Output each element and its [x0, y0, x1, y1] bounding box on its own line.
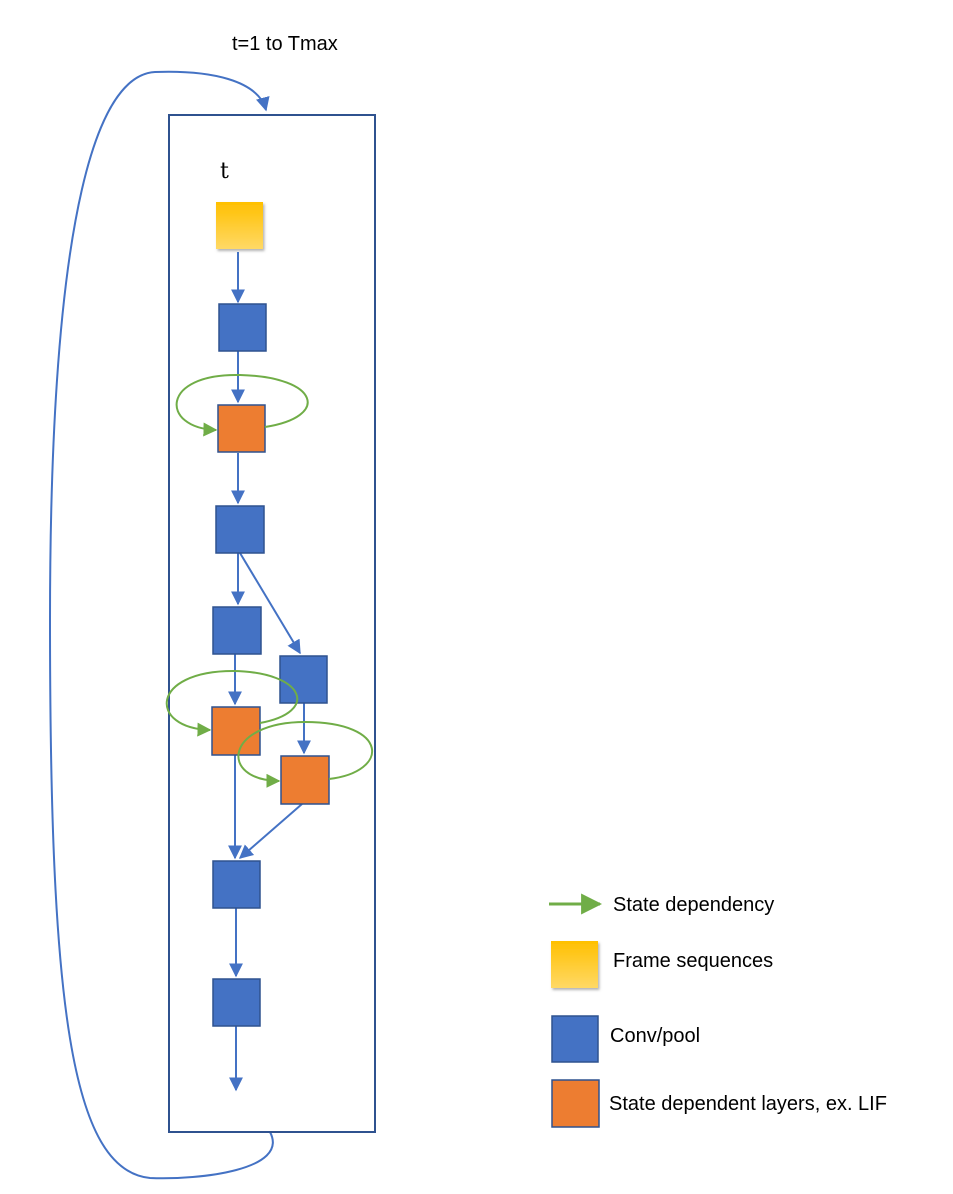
timestep-label: t [220, 159, 229, 184]
state-dependency-loop-3 [237, 720, 374, 788]
legend-frame-sequences-label: Frame sequences [613, 950, 773, 972]
conv-pool-block-1 [218, 303, 267, 352]
conv-pool-block-4 [279, 655, 328, 704]
frame-sequence-legend-icon [551, 941, 598, 988]
loop-label: t=1 to Tmax [232, 33, 338, 55]
conv-pool-block-6 [212, 978, 261, 1027]
state-dependency-loop-2 [165, 669, 299, 737]
conv-pool-block-5 [212, 860, 261, 909]
legend-state-dependency-label: State dependency [613, 894, 774, 916]
state-dependency-loop-1 [175, 373, 309, 437]
legend-state-layers-label: State dependent layers, ex. LIF [609, 1093, 887, 1115]
timestep-container [168, 114, 376, 1133]
legend: State dependency Frame sequences Conv/po… [549, 893, 887, 1128]
state-layer-legend-icon [551, 1079, 600, 1128]
conv-pool-block-2 [215, 505, 265, 554]
state-layer-block-1 [217, 404, 266, 453]
state-layer-block-3 [280, 755, 330, 805]
frame-sequence-block [216, 202, 263, 249]
conv-pool-block-3 [212, 606, 262, 655]
conv-pool-legend-icon [551, 1015, 599, 1063]
legend-conv-pool-label: Conv/pool [610, 1025, 700, 1047]
arrow-conv2-to-conv4 [239, 552, 301, 655]
arrow-lif3-to-conv5 [238, 803, 303, 859]
time-loop-arrow [48, 70, 274, 1180]
state-layer-block-2 [211, 706, 261, 756]
